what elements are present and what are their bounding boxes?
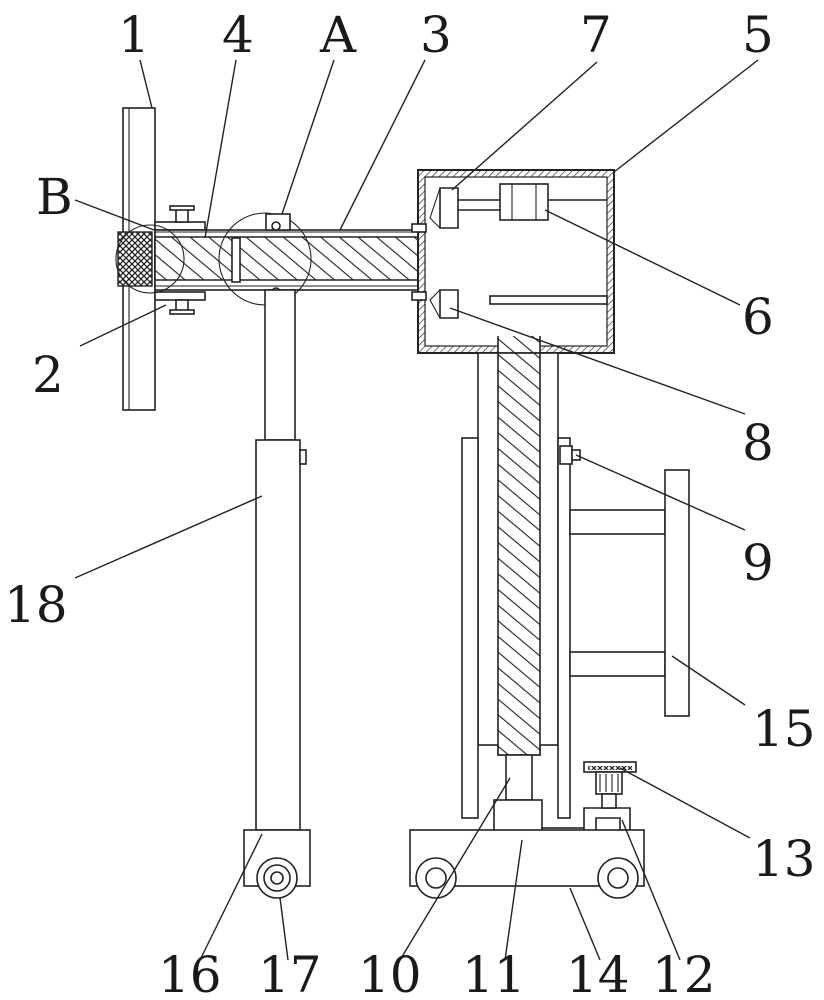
label-1: 1 [118, 6, 150, 64]
label-11: 11 [462, 946, 526, 1000]
label-5: 5 [742, 6, 774, 64]
label-B: B [36, 168, 73, 226]
label-2: 2 [32, 346, 64, 404]
adjusting-knob-13 [583, 761, 637, 809]
label-6: 6 [742, 288, 774, 346]
label-4: 4 [222, 6, 254, 64]
clamp-bolts-2 [154, 205, 206, 315]
label-17: 17 [258, 946, 322, 1000]
label-12: 12 [652, 946, 716, 1000]
support-pole-18 [255, 289, 307, 831]
label-3: 3 [420, 6, 452, 64]
label-7: 7 [580, 6, 612, 64]
label-14: 14 [566, 946, 630, 1000]
label-9: 9 [742, 534, 774, 592]
leader-lines [74, 59, 759, 961]
wheel-17 [256, 857, 298, 899]
label-15: 15 [752, 700, 816, 758]
label-8: 8 [742, 414, 774, 472]
label-A: A [319, 6, 357, 64]
label-18: 18 [4, 576, 68, 634]
motor-6 [499, 183, 607, 221]
label-10: 10 [358, 946, 422, 1000]
part-labels: 1 4 A 3 7 5 B 2 6 8 9 18 15 13 16 17 10 … [4, 6, 816, 1000]
ball-joint-B [115, 224, 185, 294]
label-16: 16 [158, 946, 222, 1000]
base-frame-14 [409, 829, 645, 899]
label-13: 13 [752, 830, 816, 888]
side-plate-15 [569, 469, 690, 717]
bevel-gear-7 [429, 187, 500, 229]
bevel-gear-8 [411, 223, 608, 319]
lead-screw-10 [505, 754, 533, 801]
guide-sleeve [461, 352, 571, 819]
